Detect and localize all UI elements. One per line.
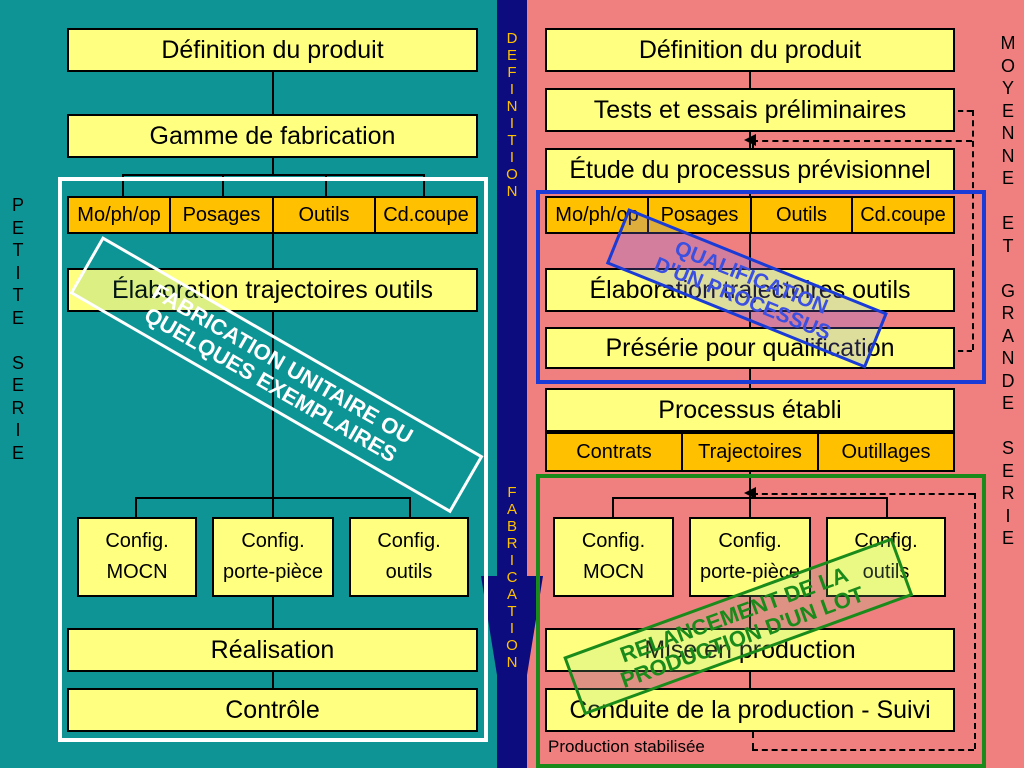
- right-tool-cdcoupe: Cd.coupe: [851, 196, 955, 234]
- right-config-porte-piece: Config. porte-pièce: [689, 517, 811, 597]
- right-output-outillages: Outillages: [817, 432, 955, 472]
- right-output-contrats: Contrats: [545, 432, 683, 472]
- left-controle: Contrôle: [67, 688, 478, 732]
- right-config-outils: Config. outils: [826, 517, 946, 597]
- right-config-mocn-line1: Config.: [581, 530, 646, 552]
- dashed-loop-bottom-base: [752, 749, 974, 751]
- dashed-loop-top-return: [752, 140, 972, 142]
- left-config-outils: Config. outils: [349, 517, 469, 597]
- fabrication-arrow: [481, 576, 543, 768]
- right-output-trajectoires: Trajectoires: [681, 432, 819, 472]
- right-definition-produit: Définition du produit: [545, 28, 955, 72]
- right-elaboration-trajectoires: Élaboration trajectoires outils: [545, 268, 955, 312]
- left-config-mocn: Config. MOCN: [77, 517, 197, 597]
- left-tool-outils: Outils: [272, 196, 376, 234]
- dashed-loop-bottom-vertical: [974, 493, 976, 749]
- right-config-outils-line2: outils: [862, 561, 910, 583]
- dashed-loop-bottom-arrowhead: [744, 487, 756, 499]
- right-tool-mophop: Mo/ph/op: [545, 196, 649, 234]
- left-config-mocn-line2: MOCN: [106, 561, 168, 583]
- left-elaboration-trajectoires: Élaboration trajectoires outils: [67, 268, 478, 312]
- dashed-loop-bottom-top: [752, 493, 974, 495]
- right-etude-processus: Étude du processus prévisionnel: [545, 148, 955, 192]
- left-config-porte-piece-line1: Config.: [241, 530, 305, 552]
- right-tool-posages: Posages: [647, 196, 752, 234]
- left-white-frame: [58, 177, 488, 742]
- left-config-mocn-line1: Config.: [105, 530, 169, 552]
- left-config-outils-line1: Config.: [377, 530, 441, 552]
- right-tests-essais: Tests et essais préliminaires: [545, 88, 955, 132]
- left-config-outils-line2: outils: [385, 561, 433, 583]
- left-realisation: Réalisation: [67, 628, 478, 672]
- right-config-porte-piece-line1: Config.: [718, 530, 782, 552]
- left-gamme-fabrication: Gamme de fabrication: [67, 114, 478, 158]
- right-config-mocn-line2: MOCN: [582, 561, 645, 583]
- right-blue-frame: [536, 190, 986, 384]
- right-mise-en-production: Mise en production: [545, 628, 955, 672]
- dashed-loop-mid-start: [958, 350, 972, 352]
- left-config-porte-piece-line2: porte-pièce: [222, 561, 324, 583]
- right-green-frame: [536, 474, 986, 768]
- dashed-loop-top-start: [958, 110, 972, 112]
- left-tool-cdcoupe: Cd.coupe: [374, 196, 478, 234]
- left-config-porte-piece: Config. porte-pièce: [212, 517, 334, 597]
- left-tool-mophop: Mo/ph/op: [67, 196, 171, 234]
- right-conduite-production: Conduite de la production - Suivi: [545, 688, 955, 732]
- left-definition-produit: Définition du produit: [67, 28, 478, 72]
- left-tool-posages: Posages: [169, 196, 274, 234]
- right-config-porte-piece-line2: porte-pièce: [699, 561, 801, 583]
- dashed-loop-top-vertical: [972, 110, 974, 250]
- right-production-stabilisee: Production stabilisée: [548, 737, 705, 756]
- right-config-outils-line1: Config.: [854, 530, 918, 552]
- right-config-mocn: Config. MOCN: [553, 517, 674, 597]
- right-processus-etabli: Processus établi: [545, 388, 955, 432]
- right-tool-outils: Outils: [750, 196, 853, 234]
- dashed-loop-top-arrowhead: [744, 134, 756, 146]
- right-preserie-qualification: Présérie pour qualification: [545, 327, 955, 369]
